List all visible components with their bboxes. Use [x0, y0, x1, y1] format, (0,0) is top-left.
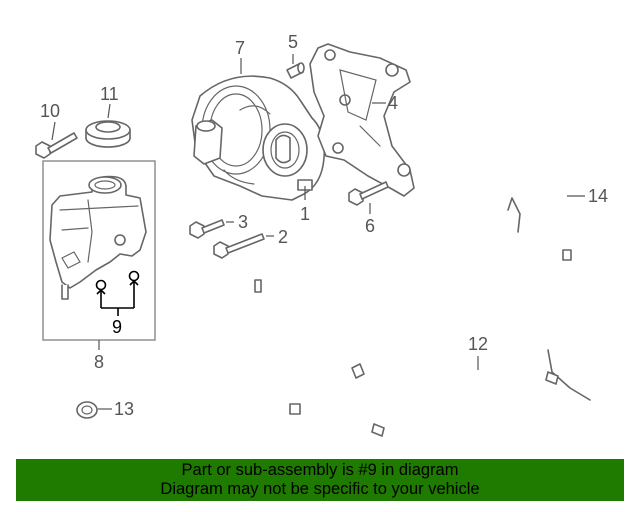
bolt-part-3[interactable] [189, 219, 234, 239]
stud-part-2[interactable] [213, 233, 274, 259]
cap-part-11[interactable] [85, 103, 131, 148]
callout-5: 5 [288, 32, 298, 52]
callout-7: 7 [235, 38, 245, 58]
callout-1: 1 [300, 204, 310, 224]
highlighted-part-9[interactable] [95, 270, 140, 317]
bracket-part-4[interactable] [309, 43, 415, 197]
callout-14: 14 [588, 186, 608, 206]
banner-line-2: Diagram may not be specific to your vehi… [160, 480, 480, 498]
callout-11: 11 [100, 84, 119, 104]
grommet-part-13[interactable] [76, 401, 112, 419]
bolt-part-6[interactable] [348, 181, 389, 214]
callout-8: 8 [94, 352, 104, 372]
callout-3: 3 [238, 212, 248, 232]
callout-12: 12 [468, 334, 488, 354]
info-banner: Part or sub-assembly is #9 in diagram Di… [16, 459, 624, 501]
reservoir-assembly-part-8[interactable] [42, 160, 156, 350]
banner-line-1: Part or sub-assembly is #9 in diagram [181, 461, 459, 479]
sleeve-part-5[interactable] [286, 54, 305, 79]
hose-part-12[interactable] [248, 279, 600, 438]
callout-6: 6 [365, 216, 375, 236]
pump-part-7[interactable] [191, 58, 326, 201]
callout-4: 4 [388, 93, 398, 113]
hose-part-14[interactable] [351, 176, 585, 379]
callout-10: 10 [40, 101, 60, 121]
callout-2: 2 [278, 227, 288, 247]
callout-13: 13 [114, 399, 134, 419]
bolt-part-10[interactable] [35, 121, 78, 159]
callout-9: 9 [112, 317, 122, 337]
